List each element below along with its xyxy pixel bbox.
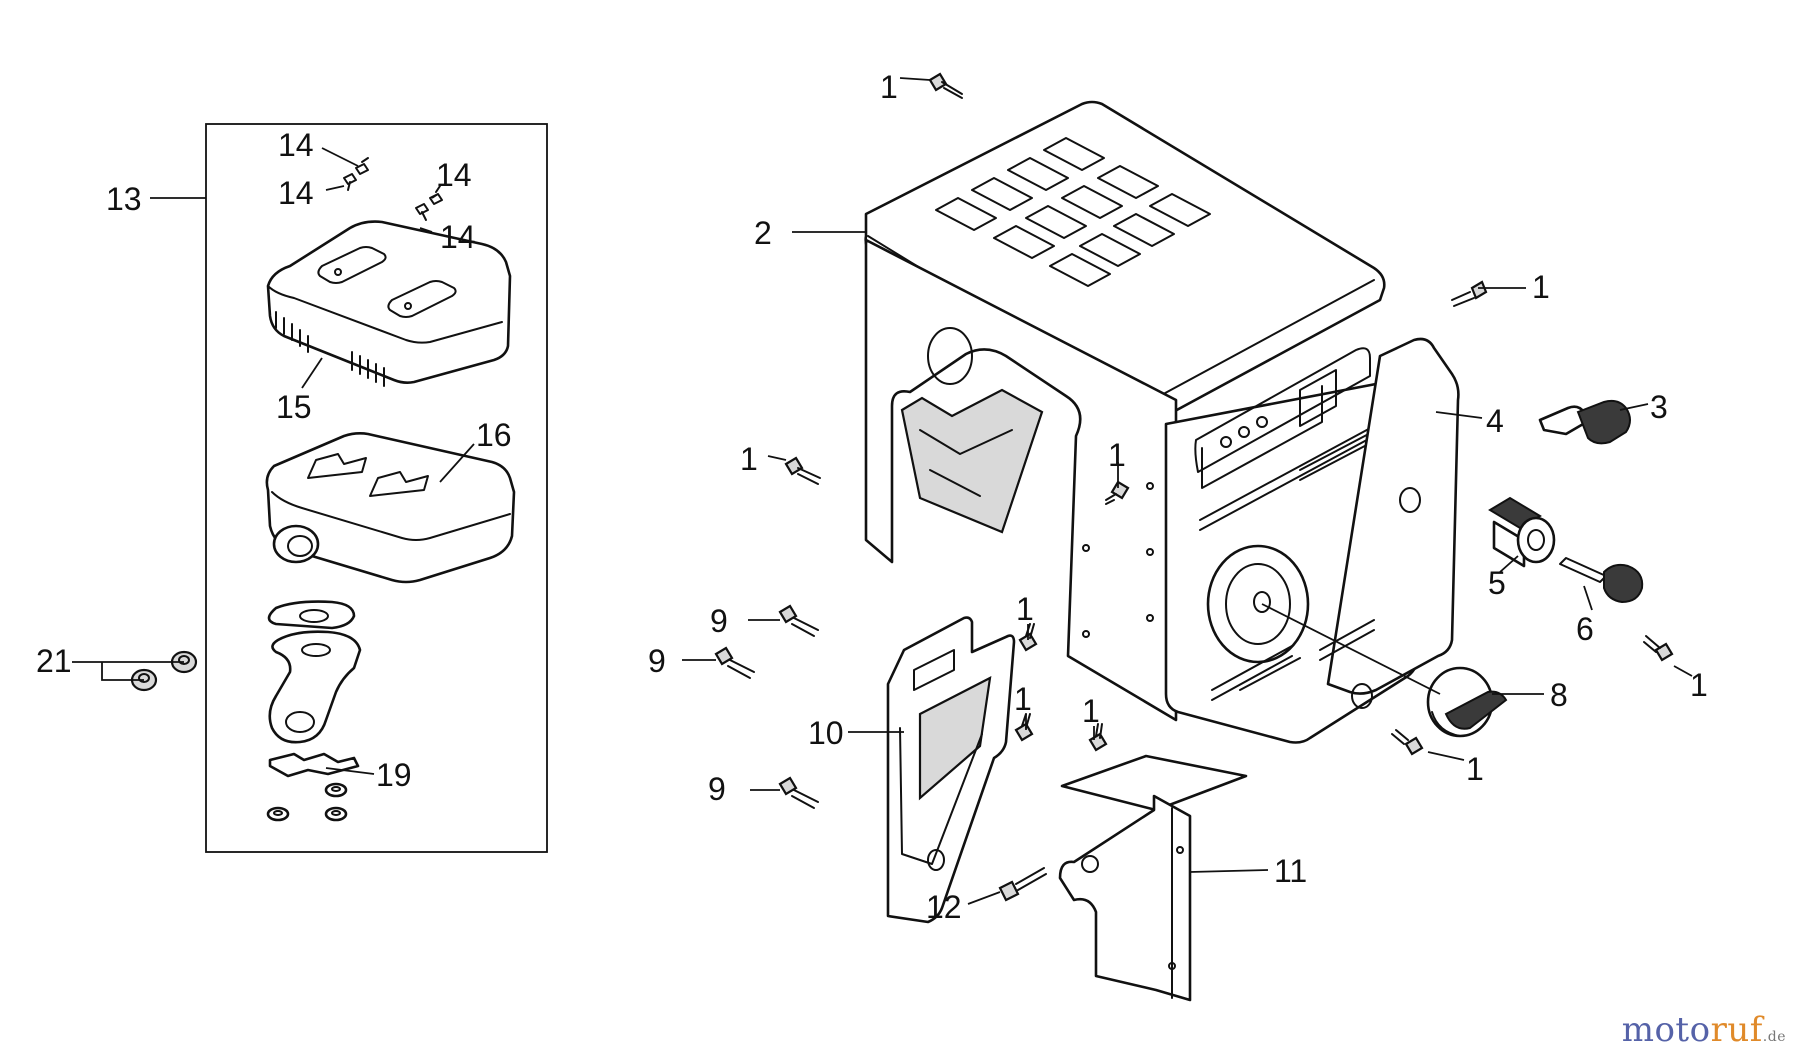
muffler-cover [266, 220, 512, 387]
watermark-part-a: moto [1621, 1010, 1711, 1050]
callout-14-b: 14 [278, 175, 314, 211]
callout-2: 2 [754, 215, 772, 251]
callout-5: 5 [1488, 565, 1506, 601]
key-switch-cover [1538, 399, 1631, 445]
control-knob [1426, 666, 1508, 738]
callout-10: 10 [808, 715, 844, 751]
ignition-key [1559, 557, 1644, 604]
switch-socket [1488, 496, 1556, 568]
callout-6: 6 [1576, 611, 1594, 647]
callout-11: 11 [1274, 853, 1307, 889]
callout-19: 19 [376, 757, 412, 793]
callout-1-right: 1 [1532, 269, 1550, 305]
callout-1-mid-a: 1 [1016, 591, 1034, 627]
callout-12: 12 [926, 889, 962, 925]
bolt-12 [998, 867, 1047, 902]
watermark-suffix: .de [1762, 1029, 1786, 1045]
callout-3: 3 [1650, 389, 1668, 425]
bracket-11 [1058, 754, 1248, 1002]
callout-9-b: 9 [648, 643, 666, 679]
callout-8: 8 [1550, 677, 1568, 713]
nuts-21 [130, 650, 198, 692]
callout-1-mid-b: 1 [1014, 681, 1032, 717]
callout-16: 16 [476, 417, 512, 453]
callout-1-bottomright: 1 [1466, 751, 1484, 787]
callout-9-c: 9 [708, 771, 726, 807]
muffler-body [265, 432, 516, 584]
flange-nuts [266, 782, 348, 822]
callout-9-a: 9 [710, 603, 728, 639]
callout-1-top: 1 [880, 69, 898, 105]
callout-14-a: 14 [278, 127, 314, 163]
muffler-assembly-frame [205, 123, 548, 853]
callout-15: 15 [276, 389, 312, 425]
callout-1-center: 1 [1108, 437, 1126, 473]
engine-housing [864, 100, 1460, 744]
callout-1-left: 1 [740, 441, 758, 477]
callout-4: 4 [1486, 403, 1504, 439]
side-panel-10 [886, 616, 1016, 924]
exhaust-gasket [267, 600, 356, 630]
callout-14-c: 14 [436, 157, 472, 193]
callout-13: 13 [106, 181, 142, 217]
callout-1-mid-c: 1 [1082, 693, 1100, 729]
callouts: 1 2 1 3 4 1 1 5 6 1 8 1 9 9 9 10 11 12 1… [36, 69, 1708, 925]
leader-lines [72, 77, 1693, 905]
callout-1-farright: 1 [1690, 667, 1708, 703]
exhaust-manifold [268, 630, 362, 744]
watermark-logo: motoruf.de [1622, 1010, 1786, 1050]
watermark-part-b: ruf [1710, 1010, 1763, 1050]
bolts-9 [714, 604, 819, 809]
callout-14-d: 14 [440, 219, 476, 255]
callout-21: 21 [36, 643, 72, 679]
muffler-bracket [268, 752, 360, 778]
screw-14 [343, 157, 443, 221]
